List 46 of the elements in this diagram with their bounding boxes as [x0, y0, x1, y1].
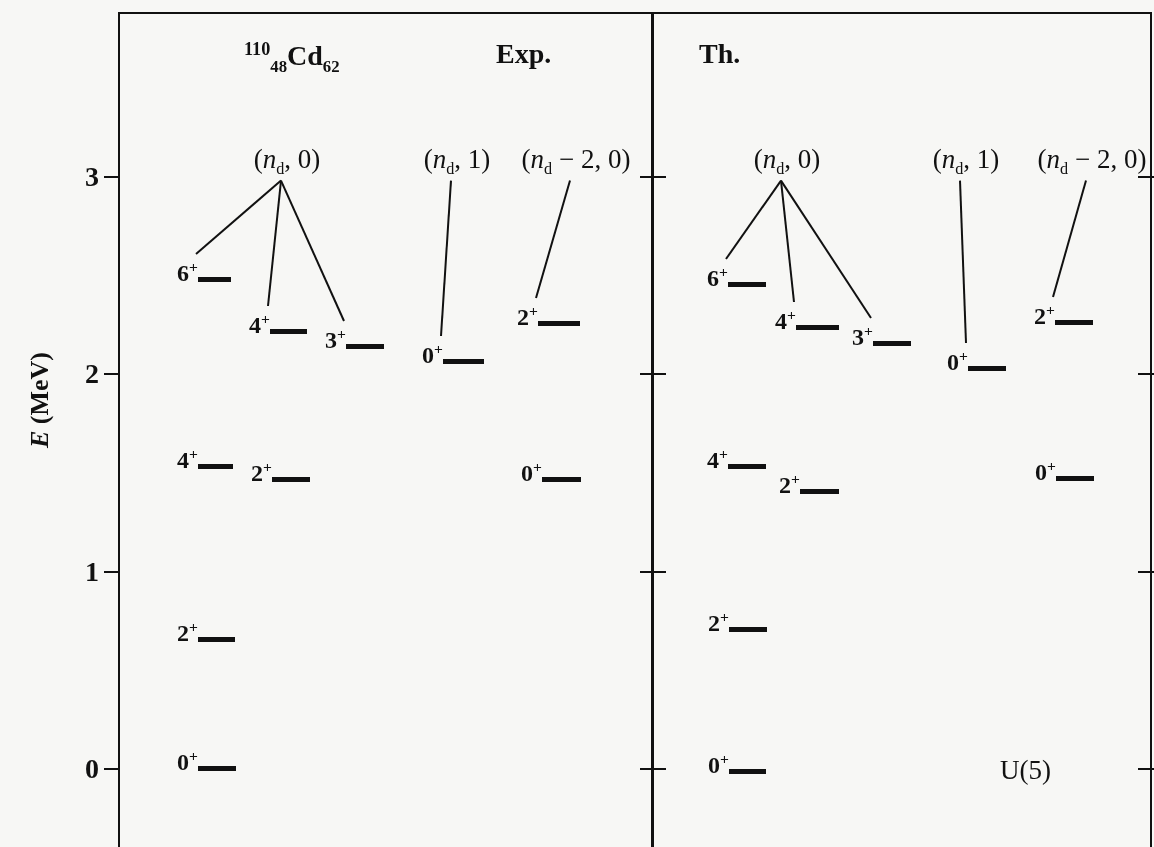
leader-line: [959, 179, 967, 344]
spin-parity-label: 0$^{+}$: [521, 459, 542, 485]
spin-parity-label: 2$^{+}$: [779, 471, 800, 497]
spin-parity-label: 0$^{+}$: [1035, 458, 1056, 484]
leader-line: [1052, 179, 1087, 298]
plot-panel: [118, 12, 653, 847]
state-group-label: (n$_{d}$ − 2, 0): [1037, 146, 1147, 178]
spin-parity-label: 3$^{+}$: [325, 326, 346, 352]
spin-parity-label: 0$^{+}$: [708, 751, 729, 777]
leader-line: [195, 179, 282, 255]
panel-heading: Exp.: [496, 40, 552, 68]
state-group-label: (n$_{d}$ − 2, 0): [521, 146, 631, 178]
spin-parity-label: 2$^{+}$: [1034, 302, 1055, 328]
axis-tick-label: 3: [85, 163, 99, 191]
model-label: U(5): [1000, 757, 1051, 784]
spin-parity-label: 4$^{+}$: [177, 446, 198, 472]
axis-tick-label: 0: [85, 755, 99, 783]
spin-parity-label: 2$^{+}$: [177, 619, 198, 645]
spin-parity-label: 0$^{+}$: [947, 348, 968, 374]
state-group-label: (n$_{d}$, 0): [753, 146, 821, 178]
spin-parity-label: 4$^{+}$: [775, 307, 796, 333]
spin-parity-label: 0$^{+}$: [177, 748, 198, 774]
spin-parity-label: 4$^{+}$: [707, 446, 728, 472]
leader-line: [280, 179, 345, 322]
leader-line: [440, 179, 452, 337]
spin-parity-label: 3$^{+}$: [852, 323, 873, 349]
leader-line: [535, 179, 571, 299]
spin-parity-label: 2$^{+}$: [708, 609, 729, 635]
spin-parity-label: 2$^{+}$: [251, 459, 272, 485]
state-group-label: (n$_{d}$, 1): [932, 146, 1000, 178]
state-group-label: (n$_{d}$, 0): [253, 146, 321, 178]
axis-tick-label: 1: [85, 558, 99, 586]
spin-parity-label: 2$^{+}$: [517, 303, 538, 329]
spin-parity-label: 6$^{+}$: [177, 259, 198, 285]
plot-panel: [652, 12, 1152, 847]
panel-heading: Th.: [699, 40, 741, 68]
axis-tick-label: 2: [85, 360, 99, 388]
leader-line: [725, 179, 782, 260]
axis-title: E (MeV): [27, 352, 53, 448]
leader-line: [780, 179, 872, 319]
state-group-label: (n$_{d}$, 1): [423, 146, 491, 178]
spin-parity-label: 6$^{+}$: [707, 264, 728, 290]
spin-parity-label: 4$^{+}$: [249, 311, 270, 337]
leader-line: [267, 179, 282, 307]
spin-parity-label: 0$^{+}$: [422, 341, 443, 367]
leader-line: [780, 179, 795, 303]
